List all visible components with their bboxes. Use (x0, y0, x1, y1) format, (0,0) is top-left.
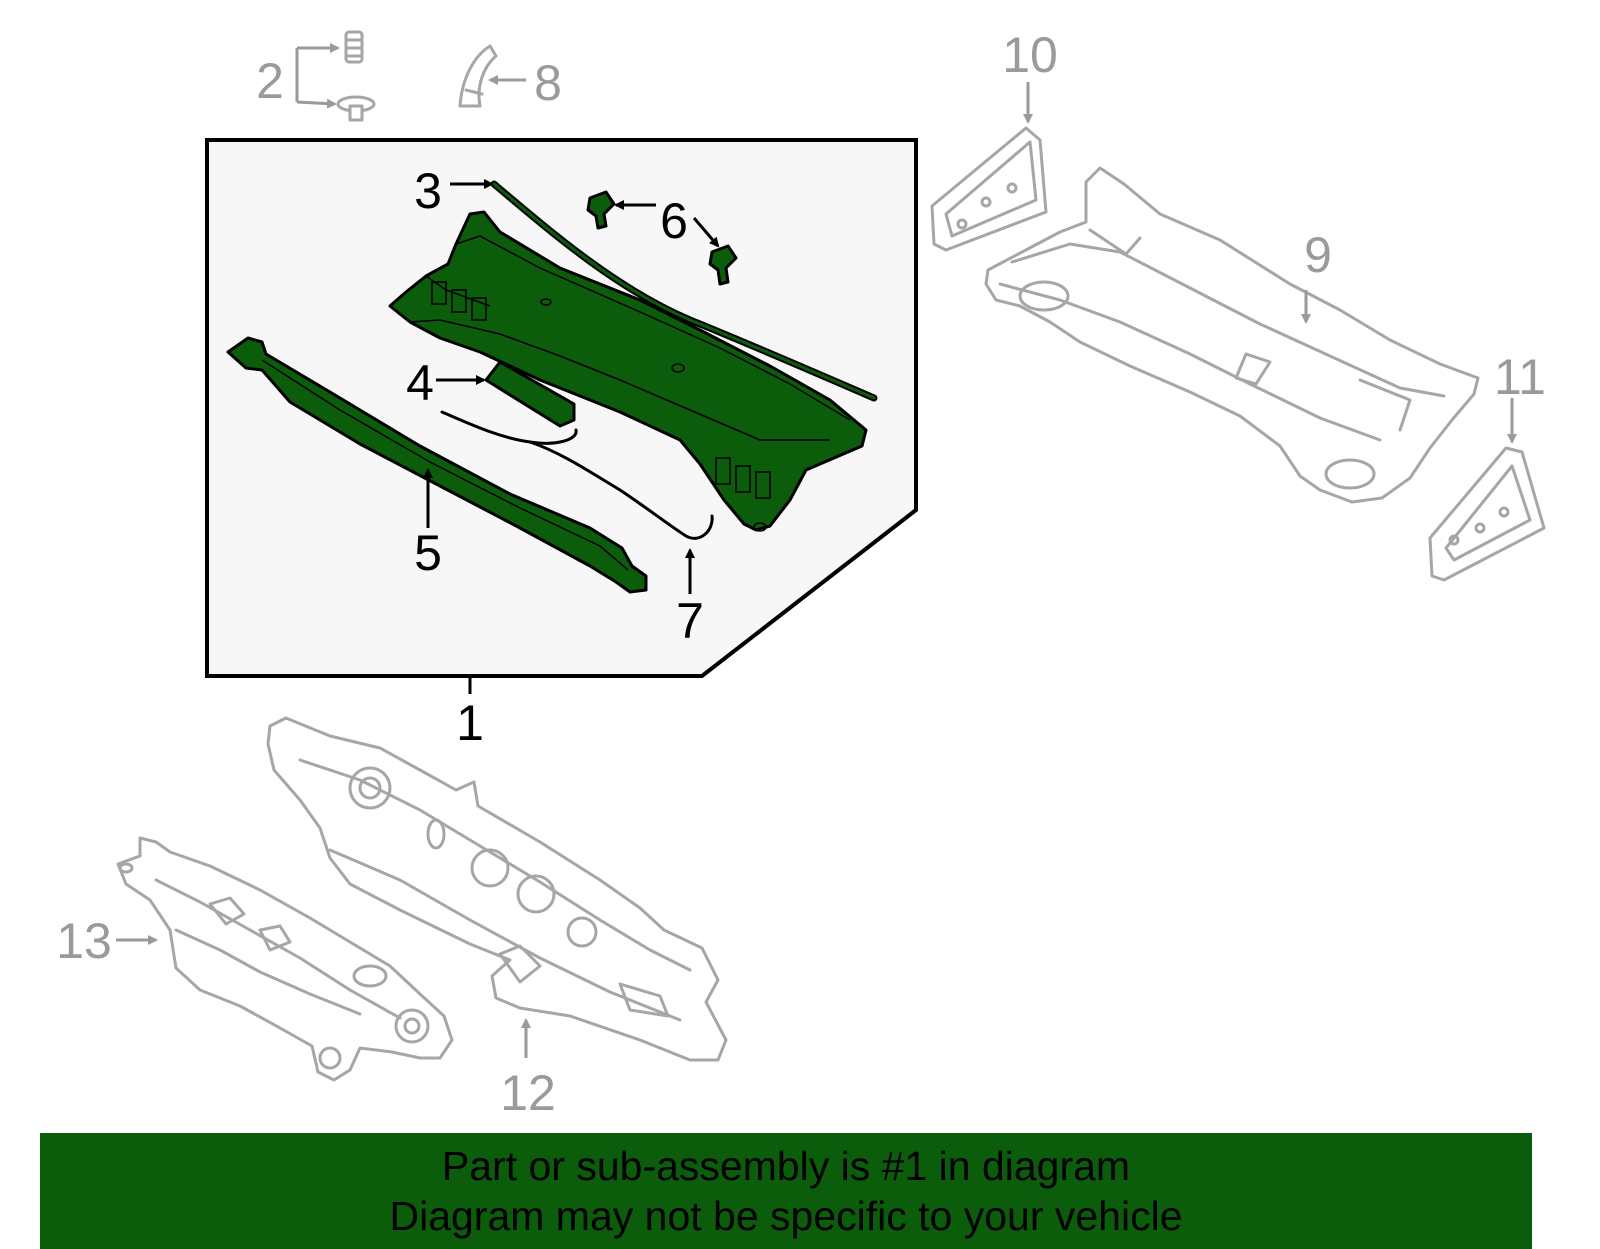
part-7-hose (440, 410, 714, 594)
part-11-gusset (1428, 398, 1546, 582)
part-6-clips (586, 190, 738, 286)
callout-11-label: 11 (1494, 349, 1546, 405)
part-12-dash-panel (266, 716, 728, 1062)
callout-4-label: 4 (406, 355, 434, 411)
callout-7-label: 7 (676, 593, 704, 649)
callout-3-label: 3 (414, 163, 442, 219)
part-4-bracket (436, 360, 576, 428)
callout-10-label: 10 (1002, 27, 1058, 83)
part-13-lower-panel (116, 836, 454, 1082)
callout-1-label: 1 (456, 695, 484, 751)
part-1-cowl-panel (388, 210, 868, 532)
callout-13-label: 13 (56, 913, 112, 969)
callout-12-label: 12 (500, 1065, 556, 1121)
part-5-bar (226, 336, 648, 594)
callout-5-label: 5 (414, 525, 442, 581)
callout-6-label: 6 (660, 193, 688, 249)
part-2-fasteners (295, 30, 376, 122)
part-9-dash-panel (984, 166, 1480, 504)
banner-line-1: Part or sub-assembly is #1 in diagram (441, 1143, 1131, 1189)
part-10-gusset (930, 82, 1048, 252)
callout-2-label: 2 (256, 53, 284, 109)
banner-line-2: Diagram may not be specific to your vehi… (389, 1193, 1183, 1239)
callout-8-label: 8 (534, 55, 562, 111)
part-8-bracket (458, 44, 526, 108)
callout-9-label: 9 (1304, 227, 1332, 283)
info-banner: Part or sub-assembly is #1 in diagram Di… (40, 1133, 1532, 1249)
